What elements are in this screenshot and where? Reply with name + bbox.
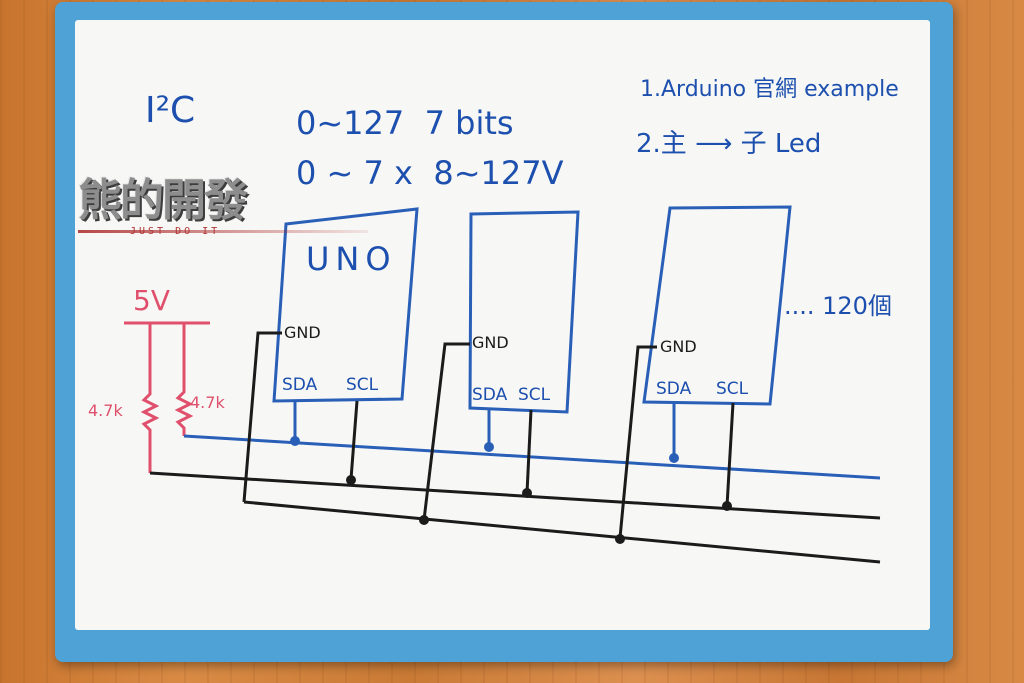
sda-junction-1 — [290, 436, 300, 446]
watermark-logo: 熊的開發 JUST DO IT — [78, 164, 368, 244]
board-1-gnd-label: GND — [284, 323, 321, 342]
board-1-sda-label: SDA — [282, 375, 318, 395]
board-2-scl-wire — [525, 409, 533, 494]
uno-board-outline — [272, 207, 419, 403]
more-devices-note: .... 120個 — [784, 292, 892, 320]
sda-junction-2 — [484, 442, 494, 452]
address-range-line: 0~127 7 bits — [296, 104, 514, 142]
scl-bus-line — [149, 471, 881, 520]
gnd-junction-3 — [615, 534, 625, 544]
i2c-title: I²C — [145, 90, 195, 131]
watermark-subtitle: JUST DO IT — [130, 226, 221, 237]
board-3-scl-label: SCL — [716, 379, 749, 399]
watermark-title: 熊的開發 — [78, 175, 248, 226]
board-3-outline — [642, 205, 792, 406]
board-3-sda-label: SDA — [656, 379, 692, 399]
scl-junction-2 — [522, 488, 532, 498]
pullup-resistor-1 — [140, 323, 160, 473]
note-master-slave-led: 2.主 ⟶ 子 Led — [636, 129, 821, 159]
board-3-gnd-label: GND — [660, 337, 697, 356]
sda-bus-line — [183, 434, 881, 480]
board-3-scl-wire — [725, 402, 735, 507]
scl-junction-1 — [346, 475, 356, 485]
sda-junction-3 — [669, 453, 679, 463]
board-2-gnd-wire — [422, 342, 470, 521]
resistor-1-value: 4.7k — [88, 401, 123, 420]
board-2-outline — [468, 210, 580, 414]
whiteboard-surface — [75, 20, 930, 630]
watermark-underline — [78, 230, 368, 233]
board-1-scl-label: SCL — [346, 375, 379, 395]
pullup-resistor-2 — [174, 323, 194, 436]
gnd-junction-2 — [419, 515, 429, 525]
gnd-bus-line — [243, 500, 881, 564]
board-1-scl-wire — [349, 400, 359, 480]
board-1-gnd-wire — [242, 331, 282, 503]
resistor-2-value: 4.7k — [190, 393, 225, 412]
power-5v-label: 5V — [133, 284, 170, 317]
board-2-sda-label: SDA — [472, 385, 508, 405]
board-3-gnd-wire — [618, 345, 657, 539]
reserved-address-line: 0 ~ 7 x 8~127V — [296, 154, 564, 192]
board-2-gnd-label: GND — [472, 333, 509, 352]
board-uno-label: UNO — [306, 240, 397, 278]
board-2-scl-label: SCL — [518, 385, 551, 405]
note-arduino-example: 1.Arduino 官網 example — [640, 77, 899, 102]
scl-junction-3 — [722, 501, 732, 511]
